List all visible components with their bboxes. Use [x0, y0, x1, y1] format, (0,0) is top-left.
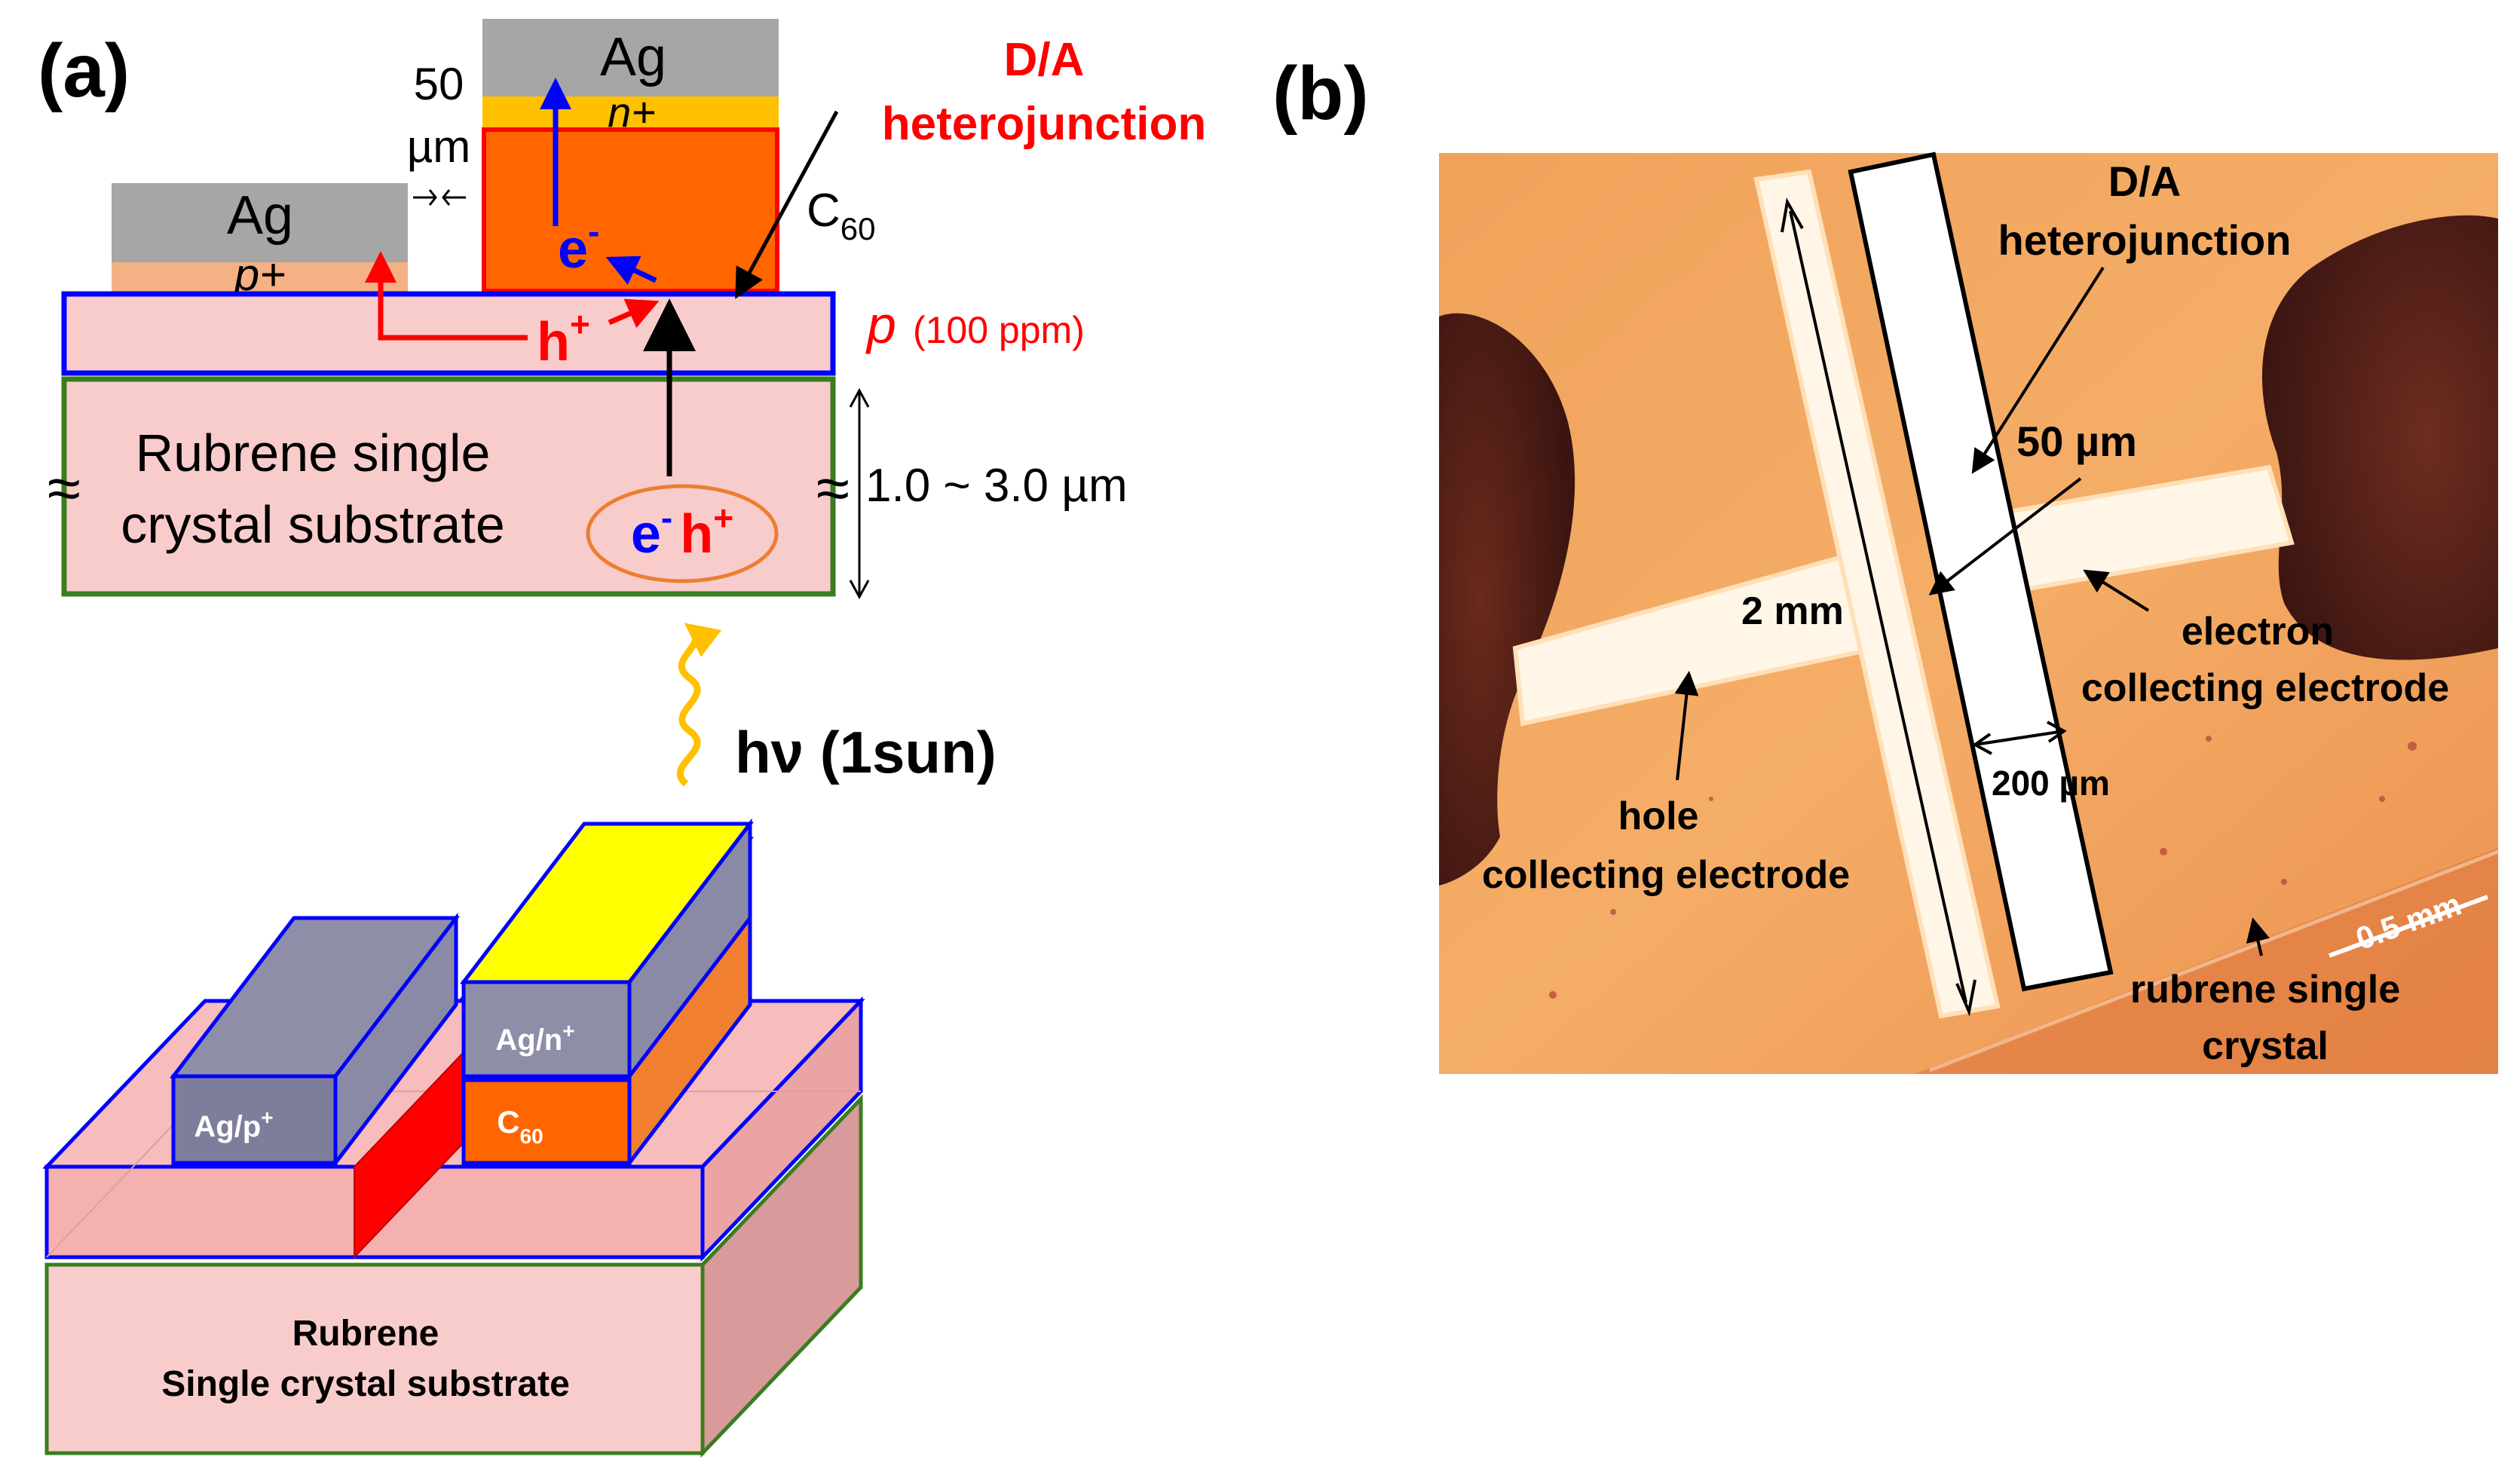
hole-electrode-vertical	[1753, 169, 2001, 1019]
b-da-line-2: heterojunction	[1998, 216, 2292, 264]
iso-agp-label: Ag/p+	[194, 1106, 273, 1143]
length-arrowheads	[1781, 197, 1977, 1017]
hole-path-arrow	[365, 251, 528, 341]
break-mark-right: ≈	[816, 454, 850, 522]
p-doped-layer	[61, 291, 836, 376]
ag-right-label: Ag	[600, 27, 666, 87]
break-mark-left: ≈	[47, 454, 81, 522]
iso-substrate-line-1: Rubrene	[292, 1314, 439, 1354]
iso-c60-front	[461, 1078, 632, 1165]
crystal-edge-region	[1915, 848, 2498, 1074]
gap-unit: µm	[407, 121, 471, 172]
right-contact-blob	[2261, 215, 2498, 660]
length-arrow	[1789, 210, 1967, 1003]
substrate-cross-section	[61, 376, 836, 597]
iso-substrate-front	[44, 1262, 705, 1455]
da-label-line-2: heterojunction	[882, 98, 1207, 150]
light-arrow	[677, 623, 722, 787]
ag-right-electrode	[482, 19, 779, 96]
p-layer-label: p(100 ppm)	[865, 295, 1085, 354]
iso-agp-side	[333, 912, 458, 1169]
ag-left-electrode	[112, 183, 408, 262]
hole-label-line-1: hole	[1618, 794, 1699, 838]
thickness-label: 1.0 ~ 3.0 µm	[865, 460, 1128, 512]
width-50-label: 50 µm	[2016, 418, 2137, 465]
electron-label-line-1: electron	[2182, 610, 2334, 653]
gap-value: 50	[414, 59, 464, 109]
da-label-line-1: D/A	[1004, 34, 1085, 86]
crystal-edge	[1929, 849, 2499, 1073]
p-plus-layer	[112, 262, 408, 292]
ag-left-label: Ag	[227, 185, 293, 246]
crystal-label-line-1: rubrene single	[2130, 968, 2400, 1011]
c60-label: C60	[807, 185, 876, 246]
width-200-label: 200 µm	[1992, 763, 2110, 803]
panel-a-label: (a)	[38, 29, 130, 113]
crystal-pointer	[2246, 917, 2270, 956]
width-200-arrow	[1974, 730, 2065, 746]
width-50-pointer	[1928, 477, 2082, 595]
hole-label-line-2: collecting electrode	[1482, 853, 1850, 897]
hole-pointer	[1674, 671, 1699, 781]
length-label: 2 mm	[1741, 589, 1844, 633]
iso-c60-label: C60	[497, 1104, 543, 1148]
substrate-line-2: crystal substrate	[121, 495, 505, 554]
gap-marker	[413, 189, 466, 206]
b-da-line-1: D/A	[2108, 158, 2181, 205]
da-heterojunction-strip	[1848, 151, 2114, 992]
iso-agn-label: Ag/n+	[495, 1019, 574, 1057]
exciton-label: e-h+	[631, 498, 733, 565]
iso-substrate-side	[700, 1094, 863, 1458]
substrate-line-1: Rubrene single	[136, 424, 491, 482]
da-pointer	[735, 110, 839, 299]
micrograph-speckles	[1549, 736, 2417, 999]
b-da-pointer	[1971, 266, 2105, 474]
electron-pointer	[2083, 569, 2150, 612]
electron-label: e-	[558, 212, 599, 280]
electron-transfer-arrow	[605, 256, 657, 285]
thickness-arrowheads	[849, 387, 870, 600]
n-plus-layer	[482, 96, 779, 128]
width-200-arrowheads	[1972, 721, 2067, 755]
hole-label: h+	[537, 304, 590, 372]
scale-bar	[2328, 895, 2489, 958]
iso-substrate-line-2: Single crystal substrate	[161, 1364, 570, 1404]
crystal-label-line-2: crystal	[2202, 1024, 2329, 1068]
light-label: hν (1sun)	[735, 719, 997, 785]
panel-b-label: (b)	[1272, 51, 1369, 136]
n-plus-label: n+	[608, 88, 656, 136]
left-contact-blob	[1439, 313, 1575, 886]
iso-agn-side	[627, 818, 752, 1082]
exciton-ellipse	[586, 484, 779, 583]
hole-transfer-arrow	[608, 298, 660, 329]
electron-label-line-2: collecting electrode	[2081, 666, 2449, 710]
